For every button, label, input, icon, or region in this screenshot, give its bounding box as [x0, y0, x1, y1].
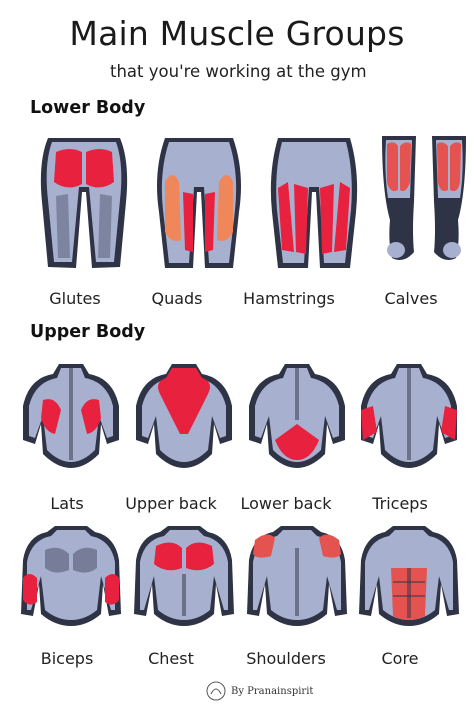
section-lower-body: Lower Body	[30, 98, 146, 118]
biceps-icon	[12, 520, 130, 630]
footer-text: By Pranainspirit	[231, 685, 314, 697]
quads-icon	[140, 132, 258, 274]
biceps-label: Biceps	[40, 649, 94, 668]
chest-icon	[125, 520, 243, 630]
upper-back-icon	[125, 360, 243, 472]
core-icon	[350, 520, 468, 630]
triceps-icon	[350, 360, 468, 472]
calves-label: Calves	[384, 289, 438, 308]
hamstrings-icon	[255, 132, 373, 274]
footer-credit: By Pranainspirit	[205, 680, 313, 702]
chest-label: Chest	[148, 649, 194, 668]
lats-icon	[12, 360, 130, 472]
logo-icon	[206, 681, 226, 701]
upper-back-label: Upper back	[125, 494, 217, 513]
shoulders-icon	[238, 520, 356, 630]
page-title: Main Muscle Groups	[69, 14, 405, 53]
calves-icon	[365, 132, 474, 274]
core-label: Core	[381, 649, 419, 668]
lower-back-label: Lower back	[240, 494, 332, 513]
lats-label: Lats	[50, 494, 84, 513]
glutes-icon	[25, 132, 143, 274]
page-subtitle: that you're working at the gym	[110, 62, 367, 81]
quads-label: Quads	[151, 289, 203, 308]
hamstrings-label: Hamstrings	[243, 289, 335, 308]
shoulders-label: Shoulders	[246, 649, 326, 668]
lower-back-icon	[238, 360, 356, 472]
triceps-label: Triceps	[372, 494, 428, 513]
glutes-label: Glutes	[49, 289, 101, 308]
section-upper-body: Upper Body	[30, 322, 146, 342]
